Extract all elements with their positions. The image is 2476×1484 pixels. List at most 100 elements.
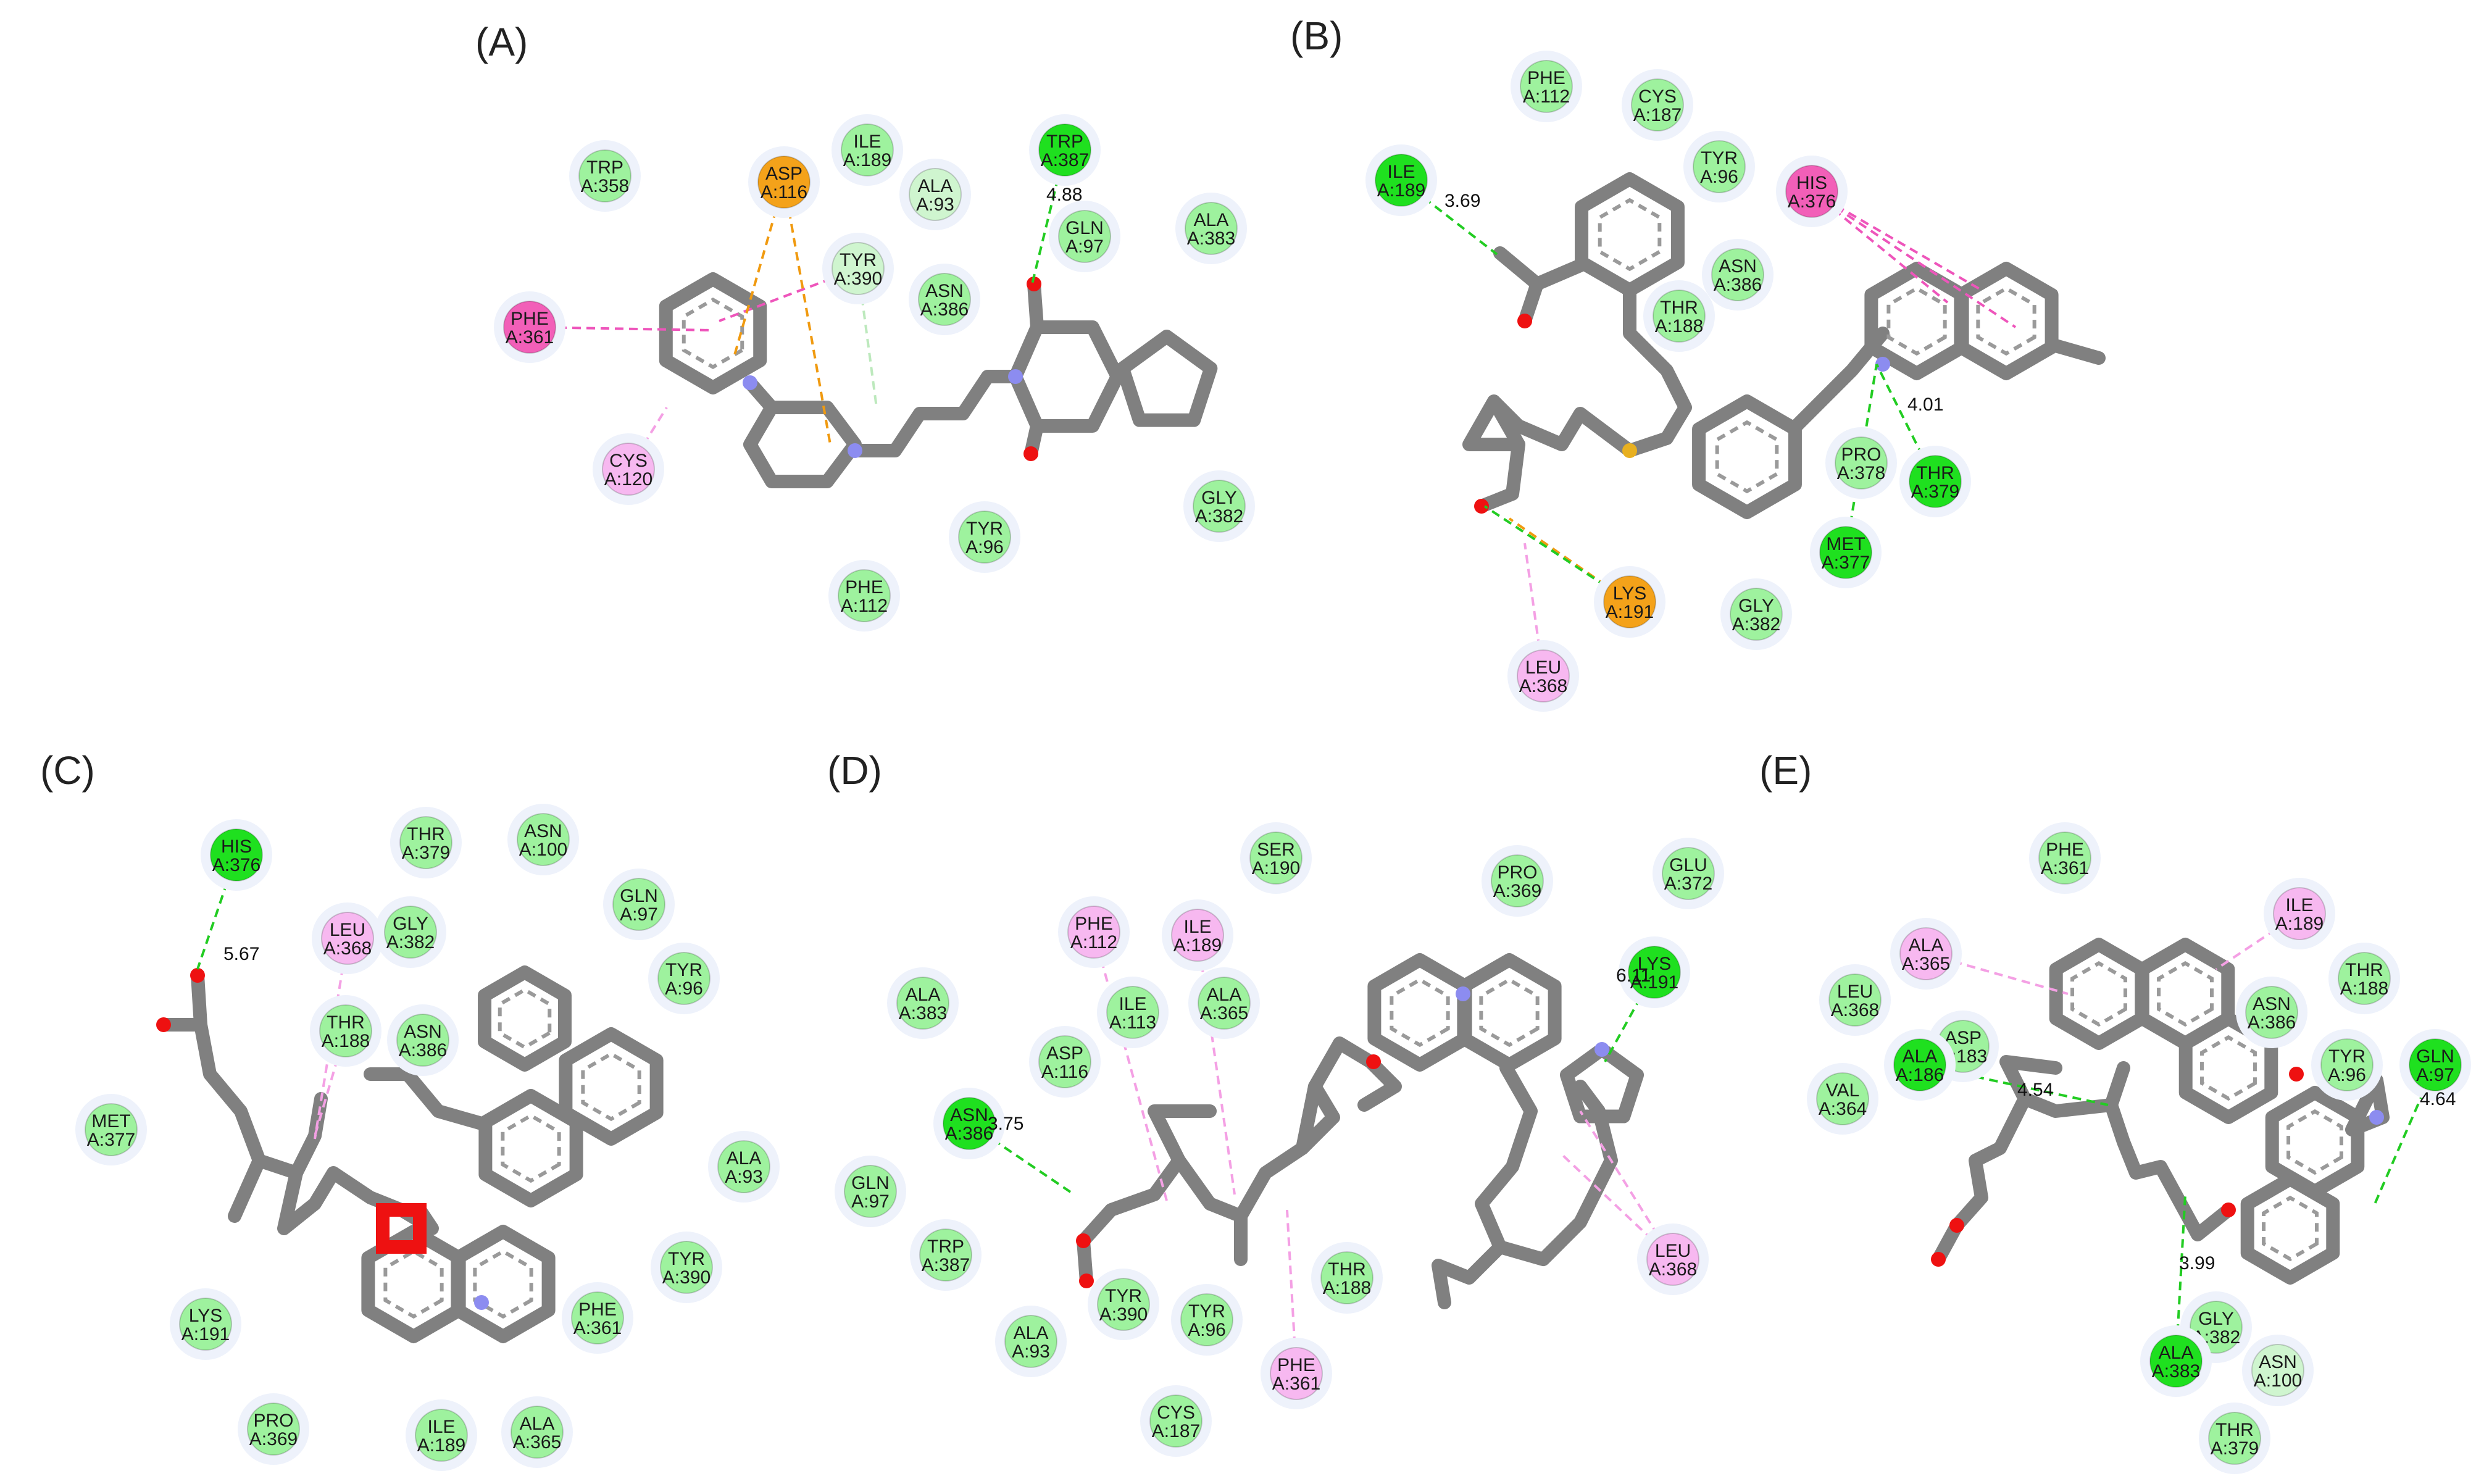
residue-number: A:97 bbox=[620, 904, 658, 925]
residue-circle bbox=[1149, 1394, 1203, 1448]
residue-circle bbox=[2251, 1344, 2304, 1397]
residue-circle bbox=[1171, 909, 1224, 962]
residue-name: ASN bbox=[524, 821, 562, 841]
residue-number: A:189 bbox=[2275, 914, 2324, 934]
residue-number: A:188 bbox=[2340, 978, 2388, 999]
residue-name: GLN bbox=[2416, 1046, 2454, 1067]
residue-circle bbox=[757, 156, 811, 209]
residue-circle bbox=[660, 1241, 713, 1294]
residue-number: A:93 bbox=[1012, 1341, 1050, 1362]
methyl-e bbox=[2104, 1061, 2130, 1112]
residue-name: ALA bbox=[906, 985, 941, 1005]
residue-name: TYR bbox=[966, 519, 1003, 539]
residue-circle bbox=[1785, 165, 1838, 218]
residue-circle bbox=[319, 1004, 372, 1057]
residue-circle bbox=[1693, 140, 1746, 193]
residue-circle bbox=[919, 1228, 972, 1282]
interaction-line-hbond bbox=[2372, 1064, 2436, 1207]
distance-label: 4.54 bbox=[2017, 1080, 2053, 1100]
residue-circle bbox=[612, 878, 665, 931]
quinoline-ring-e2 bbox=[2240, 1172, 2340, 1285]
benzene-ring-b1-aromatic bbox=[1598, 198, 1662, 272]
residue-circle bbox=[1628, 946, 1681, 999]
acid-chain-c bbox=[191, 969, 328, 1180]
residue-number: A:377 bbox=[87, 1130, 135, 1150]
residue-circle bbox=[1517, 649, 1570, 702]
nitrogen-atom bbox=[1594, 1042, 1609, 1057]
interaction-line-pi-alkyl bbox=[1093, 932, 1168, 1201]
residue-circle bbox=[1893, 1038, 1946, 1091]
residue-name: ALA bbox=[727, 1148, 762, 1169]
residue-name: PHE bbox=[1527, 68, 1565, 88]
residue-number: A:379 bbox=[402, 843, 450, 863]
biphenyl-ring-c bbox=[478, 965, 572, 1072]
residue-name: PHE bbox=[578, 1299, 617, 1320]
distance-label: 4.88 bbox=[1046, 185, 1082, 205]
residue-number: A:386 bbox=[920, 299, 969, 320]
residue-circle bbox=[1491, 854, 1544, 907]
residue-name: HIS bbox=[1796, 173, 1827, 193]
interaction-line-pi-alkyl bbox=[627, 406, 668, 470]
residue-circle bbox=[578, 149, 632, 202]
residue-number: A:187 bbox=[1633, 105, 1682, 125]
residue-circle bbox=[1004, 1315, 1057, 1368]
isopropylidene-d bbox=[1148, 1104, 1217, 1167]
residue-number: A:189 bbox=[1377, 180, 1425, 201]
residue-number: A:100 bbox=[519, 840, 567, 860]
residue-name: LEU bbox=[1655, 1241, 1691, 1261]
residue-number: A:96 bbox=[1188, 1320, 1226, 1340]
residue-number: A:369 bbox=[1493, 881, 1541, 901]
interaction-line-pi-alkyl bbox=[1561, 1153, 1674, 1261]
residue-number: A:361 bbox=[506, 327, 554, 348]
residue-name: CYS bbox=[1638, 86, 1677, 107]
thioether-cyclopropyl bbox=[1462, 394, 1674, 457]
quinoline-ring-c1-aromatic bbox=[383, 1249, 444, 1319]
residue-name: THR bbox=[327, 1012, 365, 1033]
residue-name: TRP bbox=[1046, 131, 1083, 152]
residue-name: ILE bbox=[2285, 895, 2313, 915]
residue-name: LYS bbox=[189, 1306, 222, 1326]
residue-circle bbox=[517, 813, 570, 866]
panel-label-d: (D) bbox=[827, 748, 882, 793]
naphthalene-ring-e1 bbox=[2049, 938, 2149, 1050]
residue-number: A:364 bbox=[1819, 1099, 1867, 1119]
residue-number: A:361 bbox=[1272, 1374, 1320, 1394]
distance-label: 4.64 bbox=[2420, 1089, 2456, 1109]
residue-name: PHE bbox=[1075, 914, 1113, 934]
residue-name: ALA bbox=[2159, 1343, 2194, 1363]
residue-name: ALA bbox=[1903, 1046, 1938, 1067]
residue-circle bbox=[1270, 1347, 1323, 1400]
residue-name: PRO bbox=[253, 1411, 293, 1431]
residue-number: A:116 bbox=[1041, 1062, 1088, 1082]
oxygen-atom bbox=[156, 1017, 171, 1032]
residue-name: ALA bbox=[1014, 1323, 1049, 1343]
residue-circle bbox=[1819, 526, 1872, 579]
biphenyl-ring-c-aromatic bbox=[498, 988, 552, 1049]
interaction-line-pi-alkyl bbox=[1925, 953, 2069, 995]
distance-label: 4.01 bbox=[1907, 394, 1943, 415]
residue-name: TYR bbox=[1188, 1301, 1225, 1322]
residue-circle bbox=[909, 168, 962, 221]
residue-number: A:120 bbox=[604, 469, 652, 490]
residue-number: A:96 bbox=[2328, 1065, 2366, 1085]
residue-name: TYR bbox=[840, 250, 877, 270]
piperidinedione-ring bbox=[1009, 320, 1124, 433]
